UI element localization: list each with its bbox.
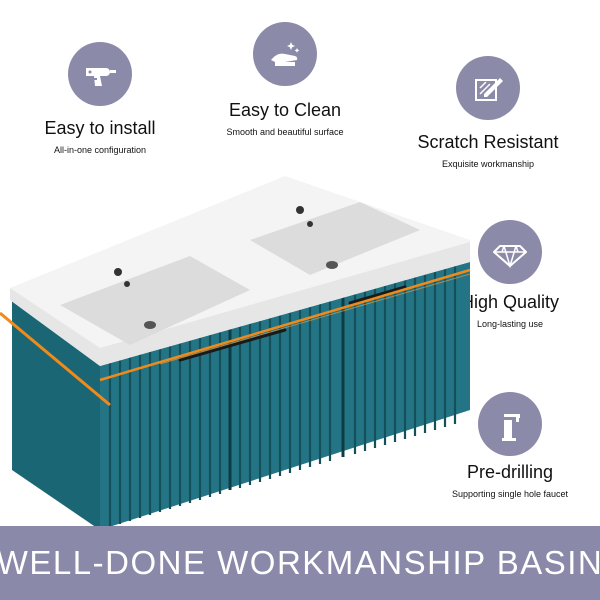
edge-highlight-line (0, 268, 471, 407)
right-sink (250, 202, 420, 275)
bottom-banner: WELL-DONE WORKMANSHIP BASIN (0, 526, 600, 600)
diamond-icon (478, 220, 542, 284)
feature-pre-drilling: Pre-drilling Supporting single hole fauc… (435, 392, 585, 499)
cabinet-fluting (108, 264, 457, 527)
feature-title: Pre-drilling (466, 462, 554, 482)
feature-title: Easy to Clean (228, 100, 342, 120)
left-sink (60, 256, 250, 345)
door-handles (178, 285, 407, 362)
drill-icon (68, 42, 132, 106)
feature-subtitle: All-in-one configuration (53, 145, 147, 155)
faucet-icon (478, 392, 542, 456)
feature-subtitle: Supporting single hole faucet (451, 489, 569, 499)
feature-title: Easy to install (44, 118, 156, 138)
banner-title: WELL-DONE WORKMANSHIP BASIN (0, 544, 600, 581)
feature-subtitle: Long-lasting use (476, 319, 544, 329)
feature-high-quality: High Quality Long-lasting use (440, 220, 580, 329)
feature-subtitle: Smooth and beautiful surface (226, 127, 344, 137)
drains (144, 261, 338, 329)
scratch-pen-icon (456, 56, 520, 120)
feature-subtitle: Exquisite workmanship (441, 159, 535, 169)
vanity-illustration (0, 176, 471, 530)
cleaning-hand-icon (253, 22, 317, 86)
faucet-holes (114, 206, 313, 287)
feature-easy-to-install: Easy to install All-in-one configuration (30, 42, 170, 155)
cabinet-body (100, 258, 470, 530)
feature-easy-to-clean: Easy to Clean Smooth and beautiful surfa… (210, 22, 360, 137)
cabinet-front (12, 295, 100, 530)
feature-title: Scratch Resistant (417, 132, 559, 152)
door-gaps (228, 295, 345, 490)
feature-scratch-resistant: Scratch Resistant Exquisite workmanship (408, 56, 568, 169)
feature-title: High Quality (460, 292, 560, 312)
